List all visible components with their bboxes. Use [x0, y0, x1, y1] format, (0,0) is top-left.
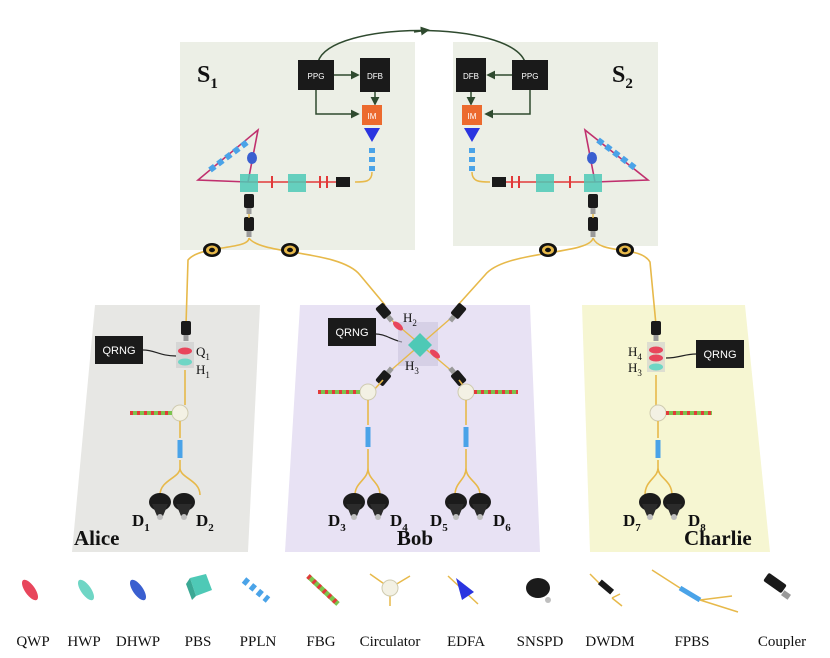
alice-qrng-label: QRNG: [103, 345, 136, 357]
s2-pbs-icon: [584, 174, 602, 192]
alice-node: QRNG Q1 H1 D1 D2 Alice: [74, 321, 214, 550]
edfa-icon: [447, 575, 479, 605]
charlie-plate-h4: H4: [628, 344, 642, 362]
s2-dhwp-icon: [587, 152, 597, 164]
bob-qrng-label: QRNG: [336, 327, 369, 339]
bob-hwp-h3: [430, 349, 440, 359]
bob-det-d5: D5: [430, 511, 448, 534]
bob-hwp-h2: [393, 321, 403, 331]
bob-label: Bob: [397, 526, 433, 550]
legend: QWP HWP DHWP PBS PPLN FBG Circulator EDF…: [16, 569, 806, 650]
dhwp-icon: [129, 579, 147, 601]
bob-node: QRNG H2 H3 D3 D4 D5 D6 Bob: [318, 302, 518, 550]
snspd-icon: [526, 578, 551, 603]
charlie-qrng-box: [696, 340, 744, 368]
qwp-icon: [21, 579, 39, 601]
s2-im-label: IM: [468, 112, 477, 121]
dwdm-icon: [589, 573, 623, 607]
charlie-hwp-h3: [649, 354, 663, 362]
sync-arrow: [413, 26, 430, 36]
s2-dfb-box: [456, 58, 486, 92]
alice-hwp-icon: [178, 358, 192, 366]
coupler-icon: [763, 573, 791, 600]
legend-qwp-label: QWP: [16, 634, 49, 650]
charlie-label: Charlie: [684, 526, 752, 550]
bob-qrng-box: [328, 318, 376, 346]
s2-dfb-label: DFB: [463, 72, 479, 81]
bob-circulator-right: [457, 383, 475, 401]
legend-edfa-label: EDFA: [447, 634, 485, 650]
legend-ppln-label: PPLN: [240, 634, 277, 650]
fiber-spool-4: [616, 243, 634, 257]
fiber-spool-3: [539, 243, 557, 257]
legend-coupler-label: Coupler: [758, 634, 806, 650]
ppln-icon: [241, 577, 271, 603]
bob-det-d3: D3: [328, 511, 346, 534]
s2-label: S2: [612, 62, 633, 92]
bob-det-d4: D4: [390, 511, 408, 534]
bob-pbs-icon: [408, 333, 432, 357]
s2-ppg-box: [512, 60, 548, 90]
s1-dfb-label: DFB: [367, 72, 383, 81]
legend-fpbs-label: FPBS: [674, 634, 709, 650]
charlie-plate-h3: H3: [628, 360, 642, 378]
circulator-icon: [369, 573, 411, 606]
charlie-hwp-h4: [649, 346, 663, 354]
pbs-icon: [186, 574, 212, 600]
source-s1-panel: [180, 42, 415, 250]
source-s1: S1 PPG DFB IM: [195, 58, 390, 237]
alice-label: Alice: [74, 526, 119, 550]
legend-dwdm-label: DWDM: [585, 634, 634, 650]
alice-qwp-icon: [178, 347, 192, 355]
s2-im-box: [462, 105, 482, 125]
s2-pbs2-icon: [536, 174, 554, 192]
s1-label: S1: [197, 62, 218, 92]
s1-edfa-icon: [364, 128, 380, 142]
s1-ppg-label: PPG: [308, 72, 325, 81]
charlie-circulator-icon: [649, 404, 667, 422]
bob-plate-h3: H3: [405, 358, 419, 376]
fpbs-icon: [651, 569, 739, 613]
fiber-spool-1: [203, 243, 221, 257]
charlie-qrng-label: QRNG: [704, 349, 737, 361]
bob-panel: [285, 305, 540, 552]
s2-ppg-label: PPG: [522, 72, 539, 81]
alice-plate-q1: Q1: [196, 344, 210, 362]
hwp-icon: [77, 579, 95, 601]
source-s2-panel: [453, 42, 658, 246]
fiber-spool-2: [281, 243, 299, 257]
s1-ppg-box: [298, 60, 334, 90]
legend-snspd-label: SNSPD: [517, 634, 564, 650]
alice-det-d1: D1: [132, 511, 150, 534]
legend-hwp-label: HWP: [67, 634, 100, 650]
source-s2: S2 PPG DFB IM: [456, 58, 651, 237]
s1-dfb-box: [360, 58, 390, 92]
bob-plate-h2: H2: [403, 310, 417, 328]
alice-panel: [72, 305, 260, 552]
s1-ppln-loop-icon: [208, 137, 252, 173]
bob-det-d6: D6: [493, 511, 511, 534]
s1-im-box: [362, 105, 382, 125]
alice-circulator-icon: [171, 404, 189, 422]
s1-dhwp-icon: [247, 152, 257, 164]
s1-pbs-icon: [240, 174, 258, 192]
s1-pbs2-icon: [288, 174, 306, 192]
alice-plate-h1: H1: [196, 362, 210, 380]
s2-ppln-loop-icon: [596, 137, 637, 171]
legend-fbg-label: FBG: [306, 634, 335, 650]
charlie-det-d8: D8: [688, 511, 706, 534]
bob-circulator-left: [359, 383, 377, 401]
charlie-node: QRNG H4 H3 D7 D8 Charlie: [623, 321, 752, 550]
s1-im-label: IM: [368, 112, 377, 121]
s2-edfa-icon: [464, 128, 480, 142]
legend-circulator-label: Circulator: [360, 634, 421, 650]
charlie-det-d7: D7: [623, 511, 641, 534]
legend-dhwp-label: DHWP: [116, 634, 160, 650]
fbg-icon: [306, 574, 340, 606]
alice-det-d2: D2: [196, 511, 214, 534]
legend-pbs-label: PBS: [185, 634, 212, 650]
alice-qrng-box: [95, 336, 143, 364]
